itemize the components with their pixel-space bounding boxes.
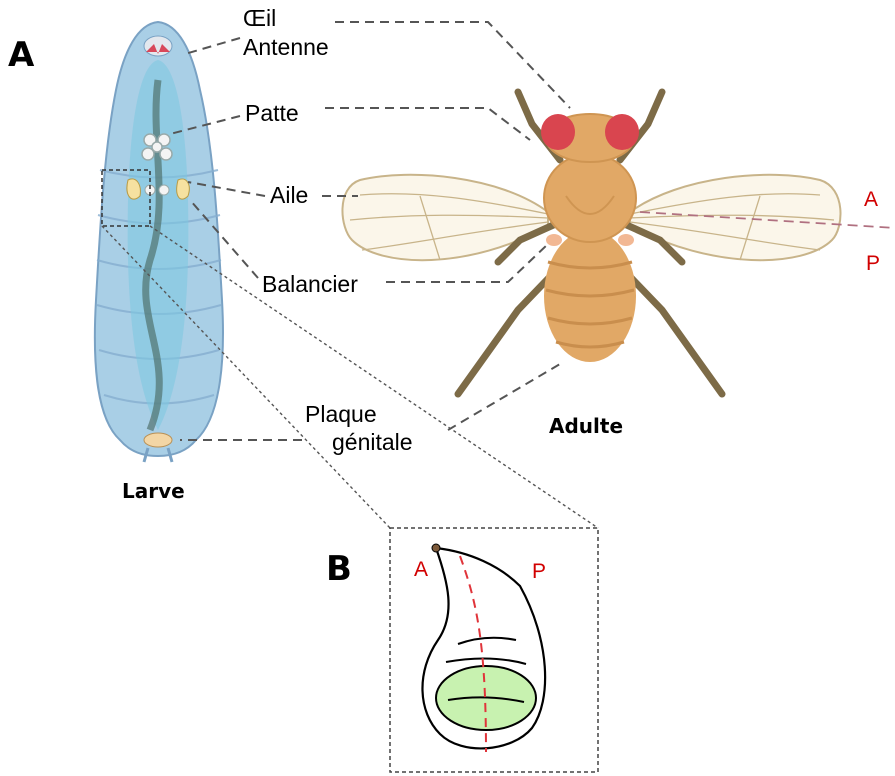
label-eye: Œil: [243, 5, 276, 31]
adult-fly-illustration: [342, 92, 895, 394]
panel-b-letter: B: [326, 549, 352, 589]
adult-axis-posterior: P: [866, 252, 880, 275]
caption-larva: Larve: [122, 479, 185, 503]
adult-axis-anterior: A: [864, 188, 878, 211]
wing-disc-panel: A P: [390, 528, 598, 772]
label-wing: Aile: [270, 182, 308, 208]
label-antenna: Antenne: [243, 34, 329, 60]
disc-axis-posterior: P: [532, 560, 546, 583]
disc-axis-anterior: A: [414, 558, 428, 581]
panel-a-letter: A: [8, 35, 35, 75]
label-genital-plate-line2: génitale: [332, 429, 413, 455]
label-leg: Patte: [245, 100, 299, 126]
label-genital-plate-line1: Plaque: [305, 401, 377, 427]
label-haltere: Balancier: [262, 271, 358, 297]
caption-adult: Adulte: [549, 414, 623, 438]
larva-illustration: [95, 22, 223, 462]
